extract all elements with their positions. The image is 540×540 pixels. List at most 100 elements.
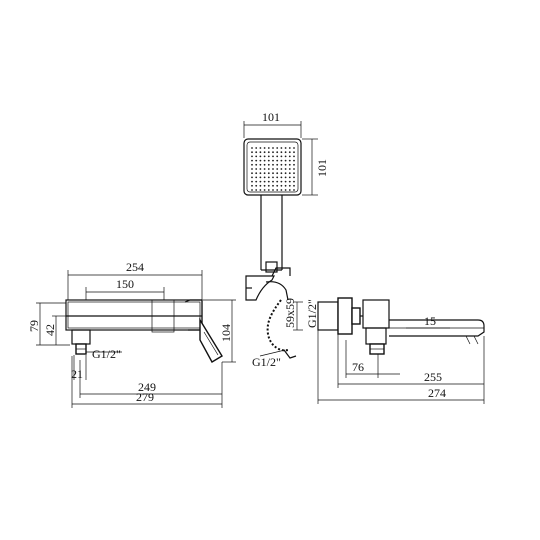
shower-nozzle-dot xyxy=(255,155,258,158)
shower-nozzle-dot xyxy=(263,163,266,166)
shower-nozzle-dot xyxy=(272,180,274,183)
shower-nozzle-dot xyxy=(288,151,291,154)
shower-nozzle-dot xyxy=(293,168,295,170)
dim-mixer-104: 104 xyxy=(203,299,236,363)
dim-text-spout-255: 255 xyxy=(424,370,442,384)
shower-nozzle-dot xyxy=(284,168,287,170)
shower-nozzle-dot xyxy=(280,184,283,187)
dim-text-side-thread: G1/2" xyxy=(305,299,319,328)
shower-nozzle-dot xyxy=(288,159,291,162)
shower-nozzle-dot xyxy=(276,184,279,187)
dim-spout-76: 76 xyxy=(345,340,400,378)
shower-nozzle-dot xyxy=(288,155,291,158)
shower-nozzle-dot xyxy=(255,180,258,183)
hand-shower-head xyxy=(243,138,302,196)
dim-hose-connector: 59x59 xyxy=(283,298,303,331)
shower-nozzle-dot xyxy=(251,168,253,170)
dim-text-spout-15: 15 xyxy=(424,314,436,328)
shower-nozzle-dot xyxy=(288,163,291,166)
shower-nozzle-dot xyxy=(255,184,258,187)
shower-nozzle-dot xyxy=(272,184,274,187)
shower-nozzle-dot xyxy=(267,168,270,170)
shower-nozzle-dot xyxy=(272,147,274,149)
shower-nozzle-dot xyxy=(280,176,283,179)
shower-nozzle-dot xyxy=(280,147,283,149)
shower-nozzle-dot xyxy=(251,184,253,187)
dim-text-mixer-254: 254 xyxy=(126,260,144,274)
dim-text-mixer-42: 42 xyxy=(43,324,57,336)
shower-nozzle-dot xyxy=(255,168,258,170)
shower-nozzle-dot xyxy=(259,189,262,191)
dim-text-mixer-279: 279 xyxy=(136,390,154,404)
shower-nozzle-dot xyxy=(259,163,262,166)
shower-nozzle-dot xyxy=(272,163,274,166)
shower-nozzle-dot xyxy=(276,176,279,179)
shower-nozzle-dot xyxy=(276,147,279,149)
shower-nozzle-dot xyxy=(293,172,295,175)
shower-nozzle-dot xyxy=(263,172,266,175)
side-thread-label: G1/2" xyxy=(305,299,319,328)
shower-nozzle-dot xyxy=(272,176,274,179)
dim-text-shower-height: 101 xyxy=(315,159,329,177)
shower-nozzle-dot xyxy=(251,180,253,183)
dim-text-mixer-21: 21 xyxy=(71,367,83,381)
shower-nozzle-dot xyxy=(259,184,262,187)
shower-nozzle-dot xyxy=(259,159,262,162)
dim-mixer-79: 79 xyxy=(27,302,70,346)
shower-nozzle-dot xyxy=(293,155,295,158)
shower-nozzle-dot xyxy=(267,189,270,191)
shower-nozzle-dot xyxy=(284,159,287,162)
shower-nozzle-dot xyxy=(267,159,270,162)
dim-mixer-254: 254 xyxy=(67,260,203,300)
dim-text-spout-274: 274 xyxy=(428,386,446,400)
shower-nozzle-dot xyxy=(255,151,258,154)
shower-nozzle-dot xyxy=(293,184,295,187)
shower-nozzle-dot xyxy=(255,163,258,166)
shower-nozzle-dot xyxy=(251,176,253,179)
dim-spout-15: 15 xyxy=(406,314,450,329)
shower-nozzle-dot xyxy=(276,151,279,154)
shower-nozzle-dot xyxy=(272,172,274,175)
shower-nozzle-dot xyxy=(280,172,283,175)
shower-nozzle-dot xyxy=(280,159,283,162)
shower-nozzle-dot xyxy=(263,189,266,191)
shower-nozzle-dot xyxy=(280,163,283,166)
shower-nozzle-dot xyxy=(284,163,287,166)
shower-nozzle-dot xyxy=(288,176,291,179)
shower-nozzle-dot xyxy=(272,159,274,162)
hose-holder-bracket xyxy=(245,267,291,301)
dim-mixer-279: 279 xyxy=(71,356,223,408)
dim-text-mixer-249: 249 xyxy=(138,380,156,394)
shower-nozzle-dot xyxy=(288,168,291,170)
shower-nozzle-dot xyxy=(263,184,266,187)
shower-nozzle-dot xyxy=(293,147,295,149)
shower-nozzle-dot xyxy=(263,180,266,183)
shower-nozzle-dot xyxy=(272,189,274,191)
shower-nozzle-dot xyxy=(284,151,287,154)
shower-nozzle-dot xyxy=(272,151,274,154)
shower-nozzle-dot xyxy=(259,151,262,154)
shower-nozzle-dot xyxy=(284,155,287,158)
dim-shower-height: 101 xyxy=(302,138,329,196)
mixer-side-view xyxy=(317,297,485,355)
shower-nozzle-dot xyxy=(251,189,253,191)
shower-nozzle-dot xyxy=(267,184,270,187)
shower-nozzle-dot xyxy=(280,168,283,170)
dim-text-hose-connector: 59x59 xyxy=(283,298,297,328)
shower-nozzle-dot xyxy=(293,163,295,166)
shower-nozzle-dot xyxy=(263,168,266,170)
shower-nozzle-dot xyxy=(272,168,274,170)
shower-nozzle-dot xyxy=(251,163,253,166)
shower-nozzle-dot xyxy=(293,189,295,191)
shower-nozzle-dot xyxy=(284,184,287,187)
shower-nozzle-dot xyxy=(251,172,253,175)
shower-nozzle-dot xyxy=(280,189,283,191)
shower-nozzle-dot xyxy=(284,176,287,179)
shower-nozzle-dot xyxy=(251,155,253,158)
dim-mixer-21: 21 xyxy=(71,355,87,381)
shower-nozzle-dot xyxy=(276,155,279,158)
shower-nozzle-dot xyxy=(251,159,253,162)
shower-nozzle-dot xyxy=(276,168,279,170)
shower-nozzle-dot xyxy=(284,172,287,175)
shower-nozzle-dot xyxy=(259,172,262,175)
